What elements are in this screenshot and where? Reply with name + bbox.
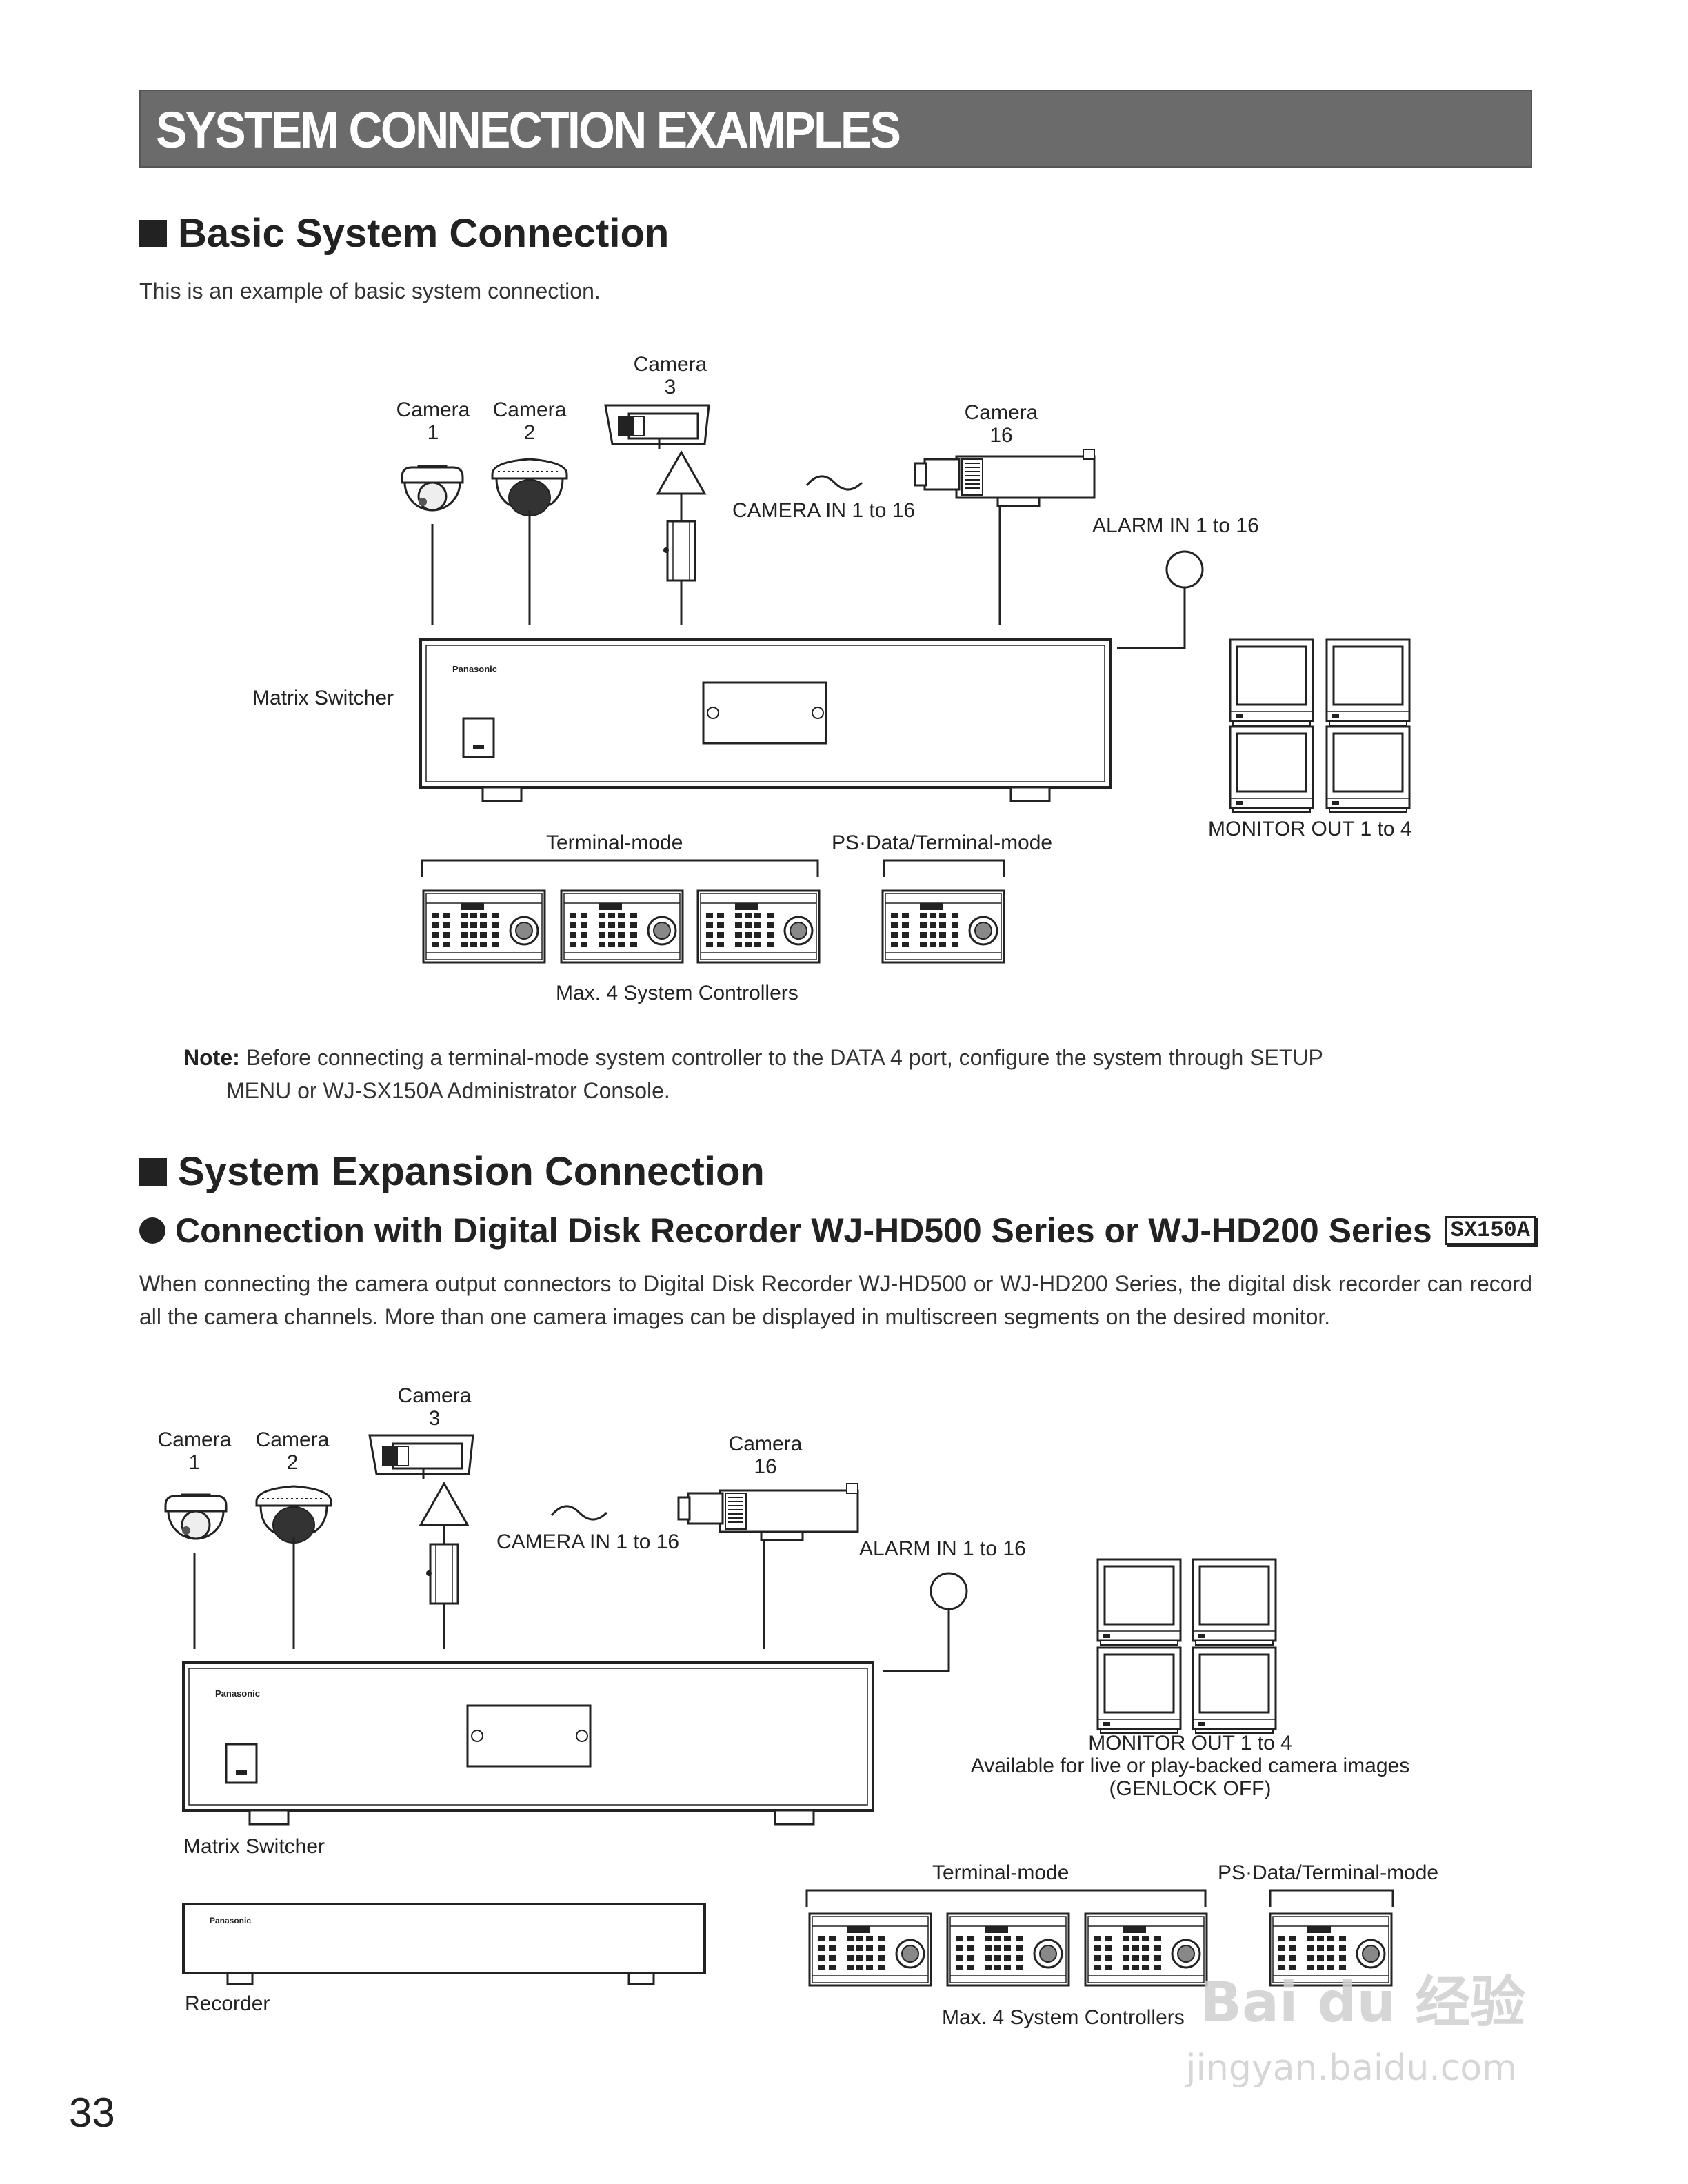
- circle-bullet-icon: [139, 1217, 165, 1244]
- page-title: SYSTEM CONNECTION EXAMPLES: [156, 101, 901, 159]
- basic-heading-text: Basic System Connection: [178, 211, 670, 256]
- model-badge: SX150A: [1444, 1216, 1536, 1245]
- recorder-brand-logo: Panasonic: [210, 1916, 252, 1925]
- camera-16-box-icon: [914, 448, 1096, 507]
- page-number: 33: [69, 2090, 115, 2136]
- label-max-controllers: Max. 4 System Controllers: [556, 982, 798, 1004]
- label-max-controllers: Max. 4 System Controllers: [942, 2006, 1185, 2029]
- label-recorder: Recorder: [185, 1992, 270, 2015]
- label-matrix-switcher: Matrix Switcher: [183, 1835, 325, 1858]
- watermark-logo: Bai du 经验: [1200, 1970, 1526, 2034]
- basic-intro: This is an example of basic system conne…: [139, 279, 601, 303]
- expansion-diagram: [164, 1434, 1394, 1987]
- label-camera-in: CAMERA IN 1 to 16: [496, 1530, 680, 1553]
- label-terminal-mode: Terminal-mode: [546, 831, 683, 854]
- camera-2-dome-icon: [491, 458, 568, 517]
- label-alarm-in: ALARM IN 1 to 16: [859, 1537, 1026, 1560]
- label-terminal-mode: Terminal-mode: [932, 1861, 1069, 1884]
- label-ps-data: PS·Data/Terminal-mode: [1218, 1861, 1439, 1884]
- brand-logo: Panasonic: [452, 664, 498, 674]
- label-matrix-switcher: Matrix Switcher: [252, 687, 394, 709]
- camera-3-box-icon: [604, 404, 710, 451]
- brand-logo: Panasonic: [215, 1688, 261, 1699]
- expansion-intro: When connecting the camera output connec…: [139, 1271, 1532, 1329]
- watermark-url: jingyan.baidu.com: [1186, 2048, 1517, 2089]
- expansion-subheading: Connection with Digital Disk Recorder WJ…: [139, 1211, 1536, 1251]
- label-monitor-out: MONITOR OUT 1 to 4: [1208, 818, 1412, 840]
- section-title-bar: SYSTEM CONNECTION EXAMPLES: [139, 90, 1532, 168]
- square-bullet-icon: [139, 219, 167, 247]
- label-monitor-out: MONITOR OUT 1 to 4 Available for live or…: [970, 1732, 1410, 1800]
- square-bullet-icon: [139, 1157, 167, 1186]
- basic-heading: Basic System Connection: [139, 210, 669, 256]
- label-camera-in: CAMERA IN 1 to 16: [732, 499, 916, 522]
- note-text: Before connecting a terminal-mode system…: [245, 1045, 1323, 1070]
- expansion-heading: System Expansion Connection: [139, 1149, 765, 1195]
- note-block: Note: Before connecting a terminal-mode …: [183, 1041, 1532, 1107]
- label-ps-data: PS·Data/Terminal-mode: [832, 831, 1053, 854]
- note-text-2: MENU or WJ-SX150A Administrator Console.: [226, 1078, 670, 1103]
- basic-diagram: [401, 404, 1411, 964]
- camera-1-dome-icon: [401, 465, 464, 512]
- note-label: Note:: [183, 1045, 240, 1070]
- label-alarm-in: ALARM IN 1 to 16: [1092, 514, 1259, 537]
